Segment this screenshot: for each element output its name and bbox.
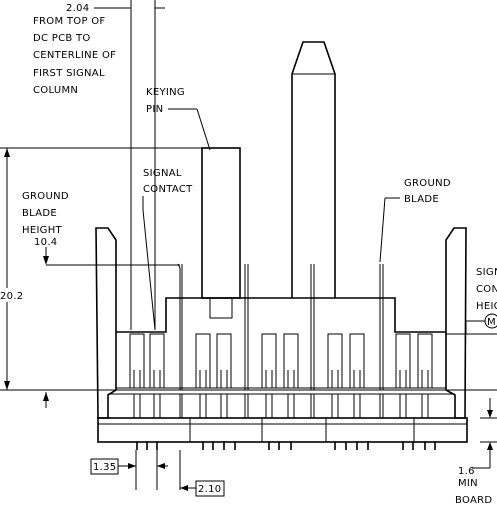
circled-marker-letter: M bbox=[487, 317, 496, 328]
top-offset-dimension: 2.04 bbox=[66, 0, 165, 330]
ground-blade-label-2: BLADE bbox=[404, 194, 439, 205]
signal-contact-label-1: SIGNAL bbox=[143, 168, 182, 179]
top-note-line-2: DC PCB TO bbox=[33, 33, 91, 44]
gbh-value: 10.4 bbox=[34, 237, 57, 248]
pitch-large-dimension: 2.10 bbox=[179, 450, 225, 497]
keying-pin-label-1: KEYING bbox=[146, 87, 185, 98]
pitch-small-dimension: 1.35 bbox=[90, 450, 168, 490]
ground-blade-label-1: GROUND bbox=[404, 178, 451, 189]
overall-height-value: 20.2 bbox=[0, 291, 23, 302]
min-board-label-2: BOARD bbox=[455, 495, 492, 506]
sch-label-1: SIGN bbox=[476, 267, 497, 278]
top-note-line-5: COLUMN bbox=[33, 85, 78, 96]
gbh-label-2: BLADE bbox=[22, 208, 57, 219]
top-note-line-3: CENTERLINE OF bbox=[33, 50, 116, 61]
connector-body bbox=[95, 41, 468, 450]
press-fit-tails bbox=[133, 394, 429, 418]
min-board-value: 1.6 bbox=[458, 466, 475, 477]
signal-contact-callout: SIGNAL CONTACT bbox=[142, 168, 193, 331]
sch-label-2: CON bbox=[476, 284, 497, 295]
min-board-dimension: 1.6 MIN BOARD bbox=[455, 398, 497, 506]
keying-pin-callout: KEYING PIN bbox=[146, 87, 211, 151]
signal-contact-label-2: CONTACT bbox=[143, 184, 193, 195]
sch-label-3: HEIG bbox=[476, 301, 497, 312]
pitch-large-value: 2.10 bbox=[198, 484, 221, 495]
keying-pin-label-2: PIN bbox=[146, 104, 163, 115]
min-board-label-1: MIN bbox=[458, 478, 478, 489]
ground-blade-height-dimension: GROUND BLADE HEIGHT 10.4 bbox=[22, 191, 180, 408]
pitch-small-value: 1.35 bbox=[93, 462, 116, 473]
tail-tips bbox=[136, 442, 436, 450]
gbh-label-3: HEIGHT bbox=[22, 225, 63, 236]
contact-slots bbox=[129, 333, 433, 388]
top-note-line-1: FROM TOP OF bbox=[33, 16, 106, 27]
top-note-line-4: FIRST SIGNAL bbox=[33, 68, 105, 79]
signal-contact-height-callout: SIGN CON HEIG M bbox=[445, 267, 497, 335]
ground-blade-callout: GROUND BLADE bbox=[379, 178, 451, 263]
gbh-label-1: GROUND bbox=[22, 191, 69, 202]
top-offset-value: 2.04 bbox=[66, 3, 89, 14]
top-note: FROM TOP OF DC PCB TO CENTERLINE OF FIRS… bbox=[33, 16, 116, 96]
